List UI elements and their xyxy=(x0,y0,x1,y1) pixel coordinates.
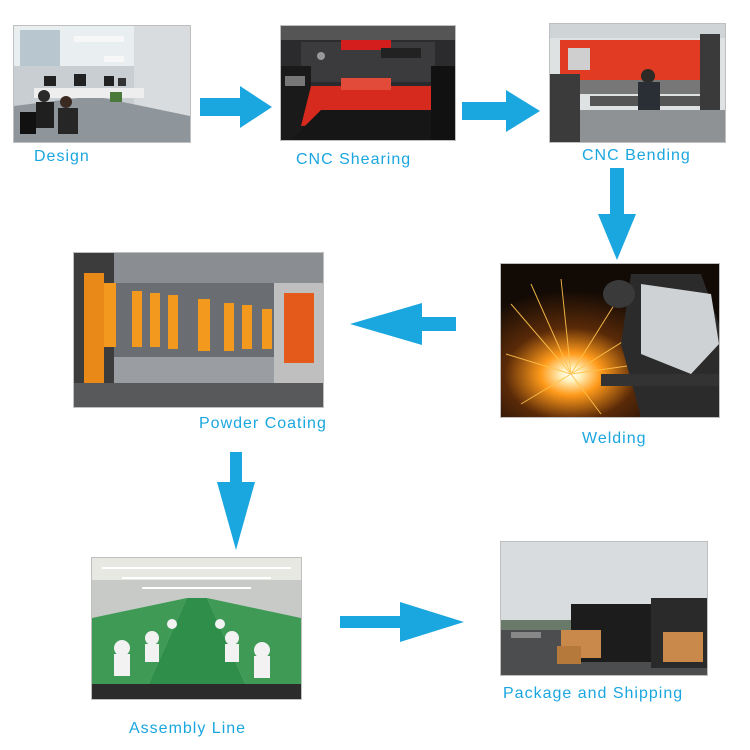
step-label-cnc-bending: CNC Bending xyxy=(582,147,691,164)
step-label-assembly-line: Assembly Line xyxy=(129,720,247,737)
step-label-design: Design xyxy=(34,148,90,165)
step-label-cnc-shearing: CNC Shearing xyxy=(296,151,412,168)
welding-photo xyxy=(501,264,719,417)
assembly-line-photo xyxy=(92,558,301,699)
package-shipping-photo xyxy=(501,542,707,675)
step-label-powder-coating: Powder Coating xyxy=(199,415,327,432)
flow-arrow-right-1 xyxy=(200,86,272,128)
cnc-shearing-photo xyxy=(281,26,455,140)
flow-arrow-down-1 xyxy=(598,168,636,260)
step-label-welding: Welding xyxy=(582,430,647,447)
flow-arrow-left-1 xyxy=(350,303,456,345)
design-photo xyxy=(14,26,190,142)
flow-arrow-right-3 xyxy=(340,602,464,642)
cnc-bending-photo xyxy=(550,24,725,142)
step-label-package-shipping: Package and Shipping xyxy=(503,685,684,702)
powder-coating-photo xyxy=(74,253,323,407)
flow-arrow-down-2 xyxy=(217,452,255,550)
flow-arrow-right-2 xyxy=(462,90,540,132)
